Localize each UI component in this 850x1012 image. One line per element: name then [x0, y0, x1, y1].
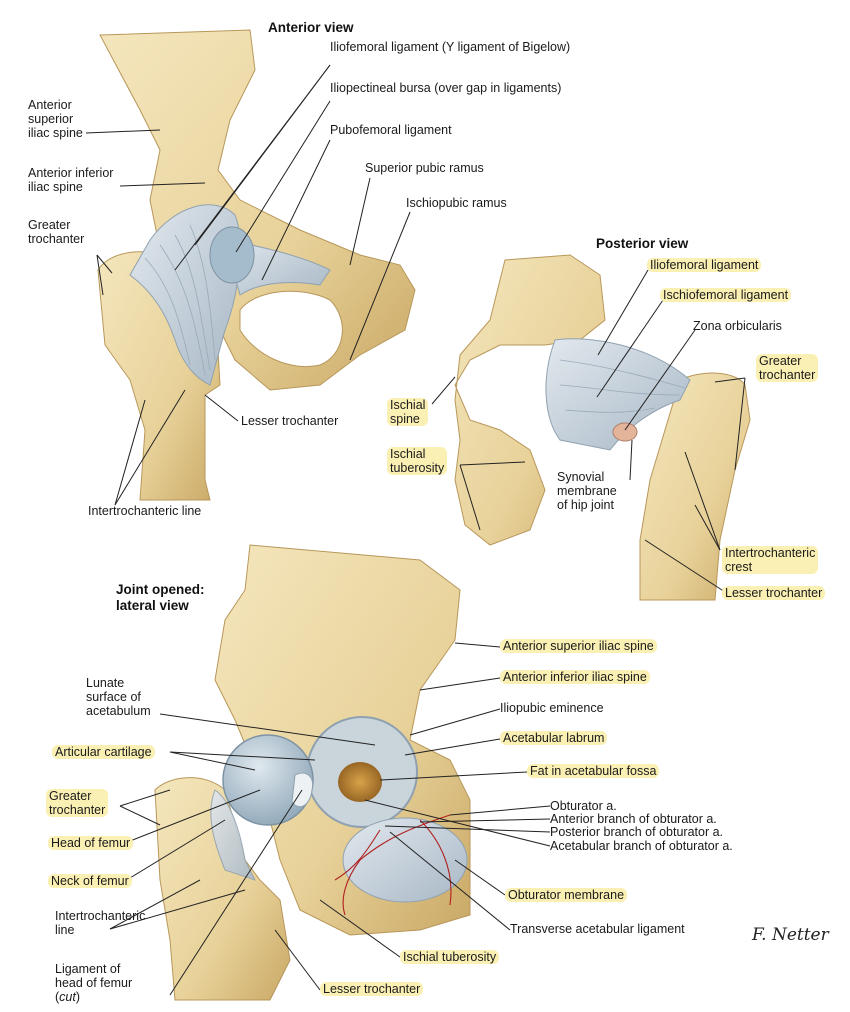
femoral-head-shape: [222, 734, 314, 826]
label-fat-acetabular-fossa: Fat in acetabular fossa: [527, 764, 660, 778]
netter-signature: F. Netter: [752, 925, 829, 945]
label-acetabular-branch-obturator: Acetabular branch of obturator a.: [550, 839, 733, 853]
leader-lines: [85, 64, 746, 996]
label-superior-pubic-ramus: Superior pubic ramus: [365, 161, 484, 175]
label-head-of-femur: Head of femur: [48, 836, 134, 850]
label-cut-word: cut: [59, 990, 76, 1004]
label-neck-of-femur: Neck of femur: [48, 874, 132, 888]
label-lesser-trochanter-anterior: Lesser trochanter: [241, 414, 339, 428]
label-zona-orbicularis: Zona orbicularis: [693, 319, 782, 333]
label-ischiofemoral-ligament: Ischiofemoral ligament: [660, 288, 792, 302]
label-lesser-trochanter-lateral: Lesser trochanter: [320, 982, 424, 996]
anterior-view-title: Anterior view: [268, 20, 354, 35]
label-intertrochanteric-crest: Intertrochanteric crest: [722, 546, 819, 574]
capsule-remnant: [210, 789, 256, 881]
ilium-anterior: [99, 29, 416, 391]
label-ischiopubic-ramus: Ischiopubic ramus: [406, 196, 507, 210]
label-ischial-tuberosity-posterior: Ischial tuberosity: [387, 447, 448, 475]
iliopectineal-bursa-shape: [209, 226, 255, 284]
label-greater-trochanter-lateral: Greater trochanter: [46, 789, 109, 817]
label-obturator-membrane: Obturator membrane: [505, 888, 628, 902]
label-anterior-superior-iliac-spine-lateral: Anterior superior iliac spine: [500, 639, 657, 653]
label-ligament-head-femur: Ligament of head of femur: [55, 962, 133, 990]
ischiofemoral-ligament-shape: [545, 338, 691, 451]
label-greater-trochanter-posterior: Greater trochanter: [756, 354, 819, 382]
label-articular-cartilage: Articular cartilage: [52, 745, 155, 759]
label-anterior-inferior-iliac-spine: Anterior inferior iliac spine: [28, 166, 114, 194]
label-iliofemoral-ligament-bigelow: Iliofemoral ligament (Y ligament of Bige…: [330, 40, 571, 54]
label-anterior-branch-obturator: Anterior branch of obturator a.: [550, 812, 717, 826]
fat-acetabular-fossa-shape: [338, 762, 382, 802]
label-lunate-surface: Lunate surface of acetabulum: [86, 676, 151, 718]
label-ischial-tuberosity-lateral: Ischial tuberosity: [400, 950, 500, 964]
label-ischial-spine: Ischial spine: [387, 398, 429, 426]
label-intertrochanteric-line-anterior: Intertrochanteric line: [88, 504, 202, 518]
label-synovial-membrane: Synovial membrane of hip joint: [557, 470, 617, 512]
label-cut-note: (cut): [55, 990, 81, 1004]
label-posterior-branch-obturator: Posterior branch of obturator a.: [550, 825, 724, 839]
label-pubofemoral-ligament: Pubofemoral ligament: [330, 123, 452, 137]
label-intertrochanteric-line-lateral: Intertrochanteric line: [55, 909, 146, 937]
ilium-posterior: [454, 254, 606, 546]
anterior-view-drawing: [97, 29, 416, 501]
synovial-membrane-shape: [612, 422, 638, 442]
label-transverse-acetabular-ligament: Transverse acetabular ligament: [510, 922, 685, 936]
obturator-membrane-shape: [342, 817, 468, 903]
femur-posterior: [639, 372, 751, 601]
label-lesser-trochanter-posterior: Lesser trochanter: [722, 586, 826, 600]
posterior-view-title: Posterior view: [596, 236, 689, 251]
label-greater-trochanter-anterior: Greater trochanter: [28, 218, 85, 246]
femur-lateral: [154, 777, 291, 1001]
posterior-view-drawing: [454, 254, 751, 601]
label-iliopubic-eminence: Iliopubic eminence: [500, 701, 604, 715]
label-iliopectineal-bursa: Iliopectineal bursa (over gap in ligamen…: [330, 81, 562, 95]
label-acetabular-labrum: Acetabular labrum: [500, 731, 608, 745]
label-anterior-superior-iliac-spine: Anterior superior iliac spine: [28, 98, 83, 140]
obturator-foramen-anterior: [239, 290, 343, 367]
label-obturator-artery: Obturator a.: [550, 799, 617, 813]
lateral-view-title: Joint opened: lateral view: [116, 582, 205, 613]
label-anterior-inferior-iliac-spine-lateral: Anterior inferior iliac spine: [500, 670, 650, 684]
label-iliofemoral-ligament-posterior: Iliofemoral ligament: [647, 258, 762, 272]
